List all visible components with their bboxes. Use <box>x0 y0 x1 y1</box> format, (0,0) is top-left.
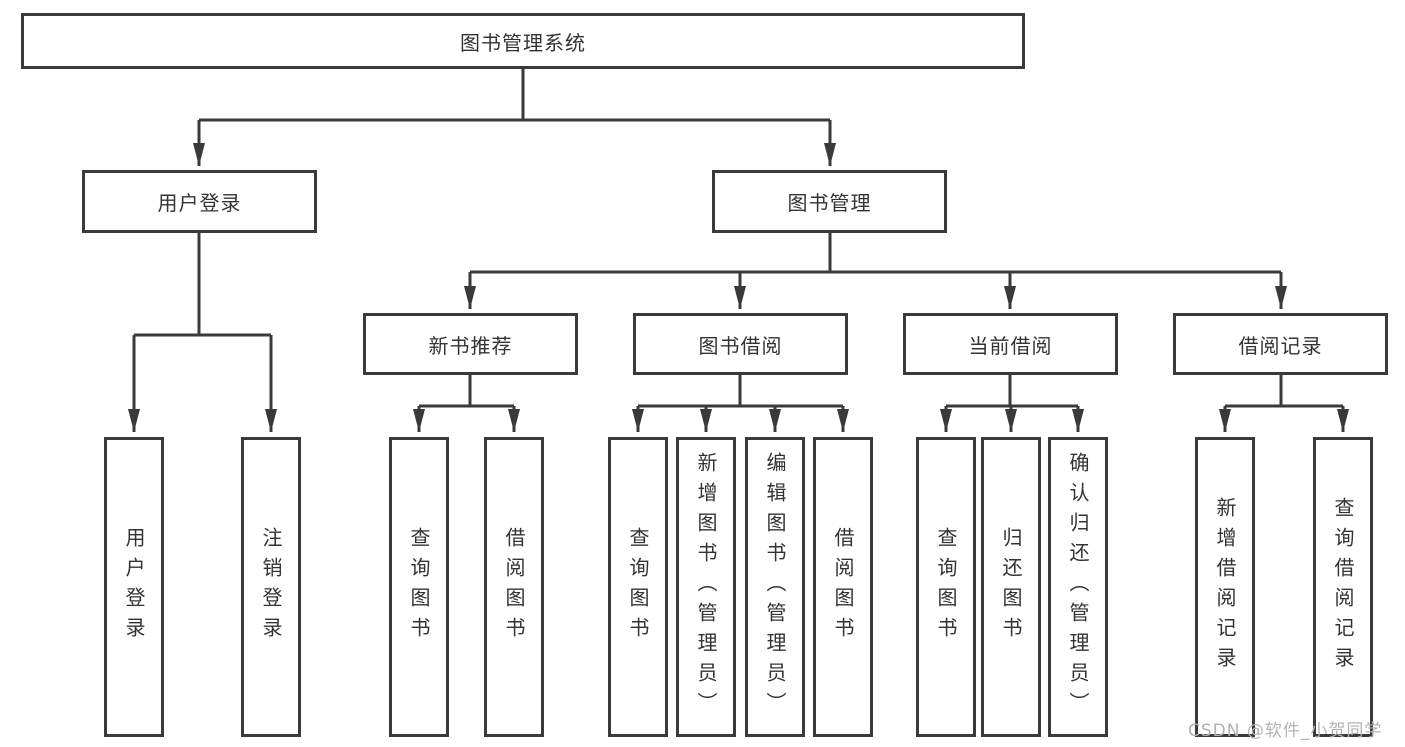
node-borrow-records: 借阅记录 <box>1173 313 1388 375</box>
node-user-login: 用户登录 <box>82 170 317 233</box>
node-library-management-system: 图书管理系统 <box>21 13 1025 69</box>
leaf-logout: 注销登录 <box>241 437 301 737</box>
node-current-borrow: 当前借阅 <box>903 313 1118 375</box>
node-label: 借阅记录 <box>1238 333 1323 358</box>
node-label: 图书借阅 <box>698 333 783 358</box>
leaf-add-borrow-record: 新增借阅记录 <box>1195 437 1255 737</box>
node-label: 新书推荐 <box>428 333 513 358</box>
leaf-user-login: 用户登录 <box>104 437 164 737</box>
leaf-borrow-books-recommend: 借阅图书 <box>484 437 544 737</box>
node-label: 当前借阅 <box>968 333 1053 358</box>
leaf-confirm-return-admin: 确认归还（管理员） <box>1048 437 1108 737</box>
leaf-add-books-admin: 新增图书（管理员） <box>676 437 736 737</box>
leaf-return-books: 归还图书 <box>981 437 1041 737</box>
leaf-edit-books-admin: 编辑图书（管理员） <box>745 437 805 737</box>
leaf-query-books-recommend: 查询图书 <box>389 437 449 737</box>
leaf-query-books-current: 查询图书 <box>916 437 976 737</box>
node-label: 新增图书（管理员） <box>694 452 718 722</box>
leaf-query-borrow-record: 查询借阅记录 <box>1313 437 1373 737</box>
node-label: 借阅图书 <box>831 527 855 647</box>
node-label: 借阅图书 <box>502 527 526 647</box>
node-label: 图书管理 <box>787 191 872 215</box>
node-book-management: 图书管理 <box>712 170 947 233</box>
node-label: 注销登录 <box>259 527 283 647</box>
leaf-borrow-books: 借阅图书 <box>813 437 873 737</box>
node-label: 查询借阅记录 <box>1331 497 1355 677</box>
node-label: 编辑图书（管理员） <box>763 452 787 722</box>
node-new-book-recommend: 新书推荐 <box>363 313 578 375</box>
node-label: 归还图书 <box>999 527 1023 647</box>
node-label: 新增借阅记录 <box>1213 497 1237 677</box>
node-label: 查询图书 <box>626 527 650 647</box>
node-book-borrow: 图书借阅 <box>633 313 848 375</box>
node-label: 图书管理系统 <box>460 30 586 55</box>
leaf-query-books-borrow: 查询图书 <box>608 437 668 737</box>
node-label: 确认归还（管理员） <box>1066 452 1090 722</box>
node-label: 用户登录 <box>157 191 242 215</box>
node-label: 用户登录 <box>122 527 146 647</box>
node-label: 查询图书 <box>407 527 431 647</box>
node-label: 查询图书 <box>934 527 958 647</box>
csdn-watermark: CSDN @软件_小贺同学 <box>1188 721 1383 741</box>
